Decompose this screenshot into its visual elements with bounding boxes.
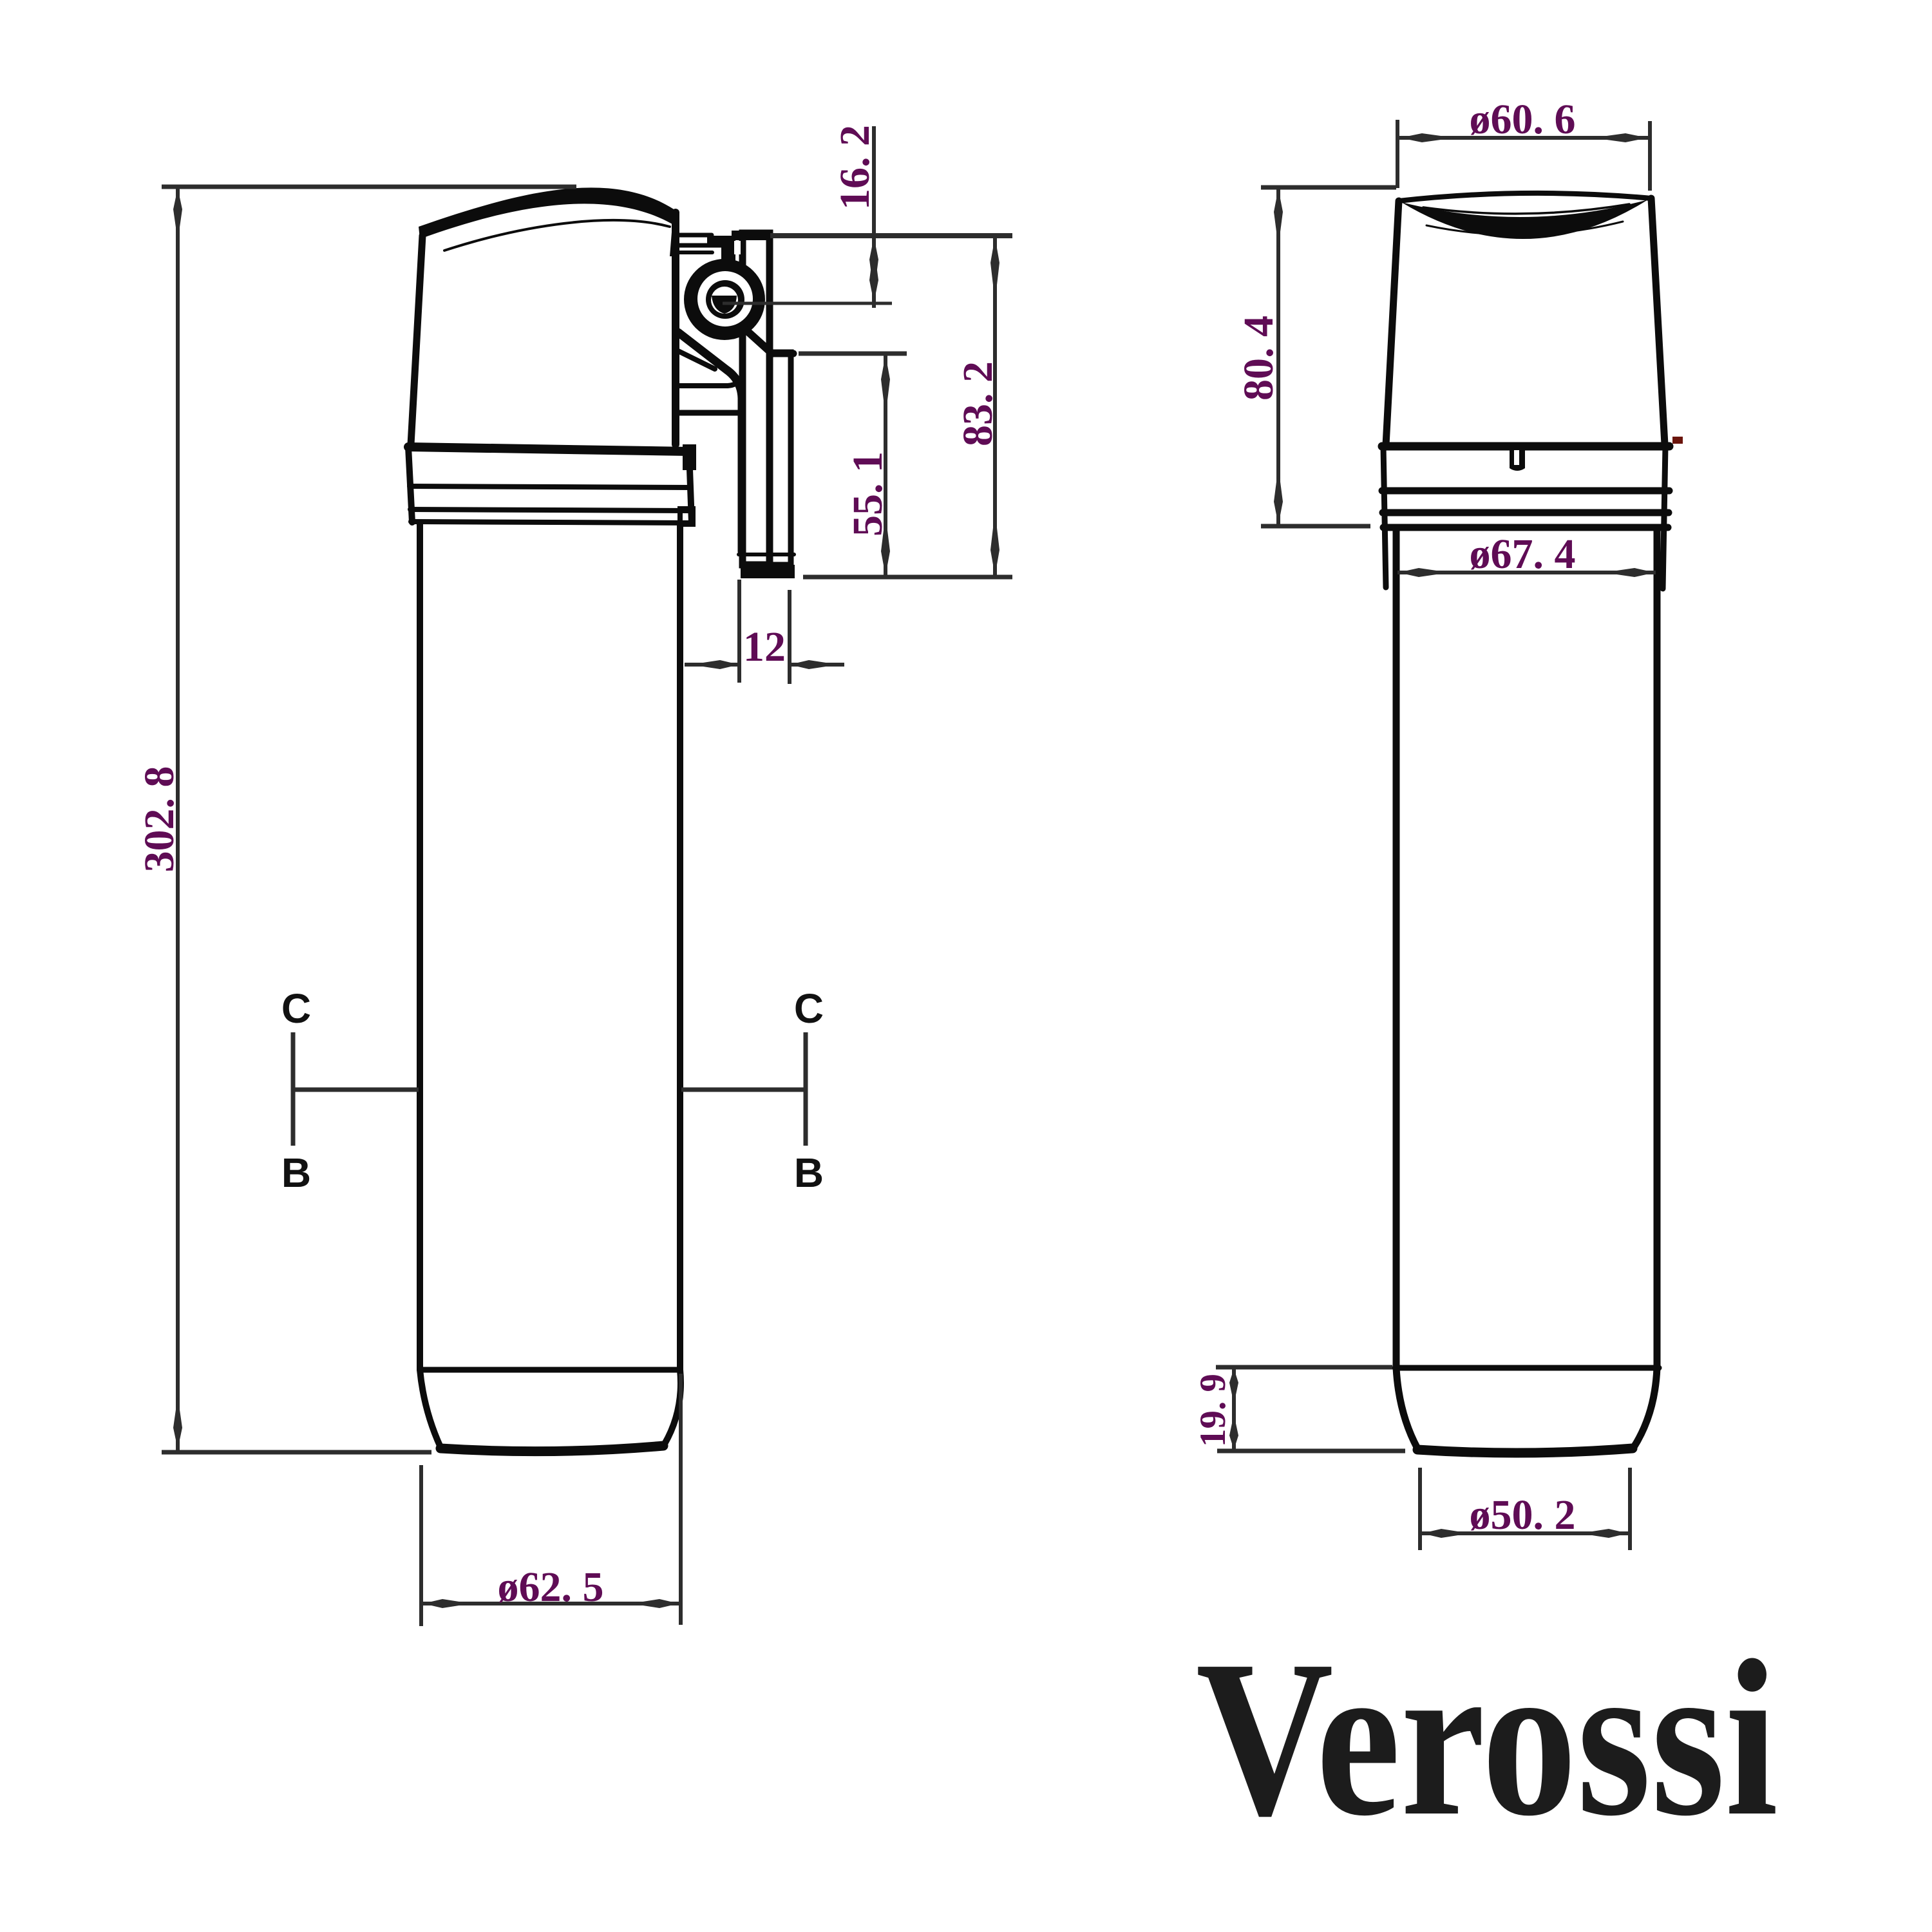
svg-text:55. 1: 55. 1: [844, 451, 891, 536]
svg-text:302. 8: 302. 8: [136, 766, 183, 873]
svg-text:ø60. 6: ø60. 6: [1470, 96, 1576, 143]
svg-text:16. 2: 16. 2: [831, 125, 878, 210]
svg-text:Verossi: Verossi: [1196, 1614, 1778, 1862]
svg-text:80. 4: 80. 4: [1235, 316, 1282, 401]
svg-text:83. 2: 83. 2: [954, 361, 1001, 446]
svg-text:ø50. 2: ø50. 2: [1470, 1492, 1576, 1539]
svg-text:ø67. 4: ø67. 4: [1470, 531, 1576, 578]
svg-text:C: C: [281, 985, 311, 1032]
svg-text:12: 12: [743, 623, 786, 670]
svg-text:B: B: [281, 1150, 311, 1196]
svg-text:C: C: [794, 985, 824, 1032]
svg-text:19. 9: 19. 9: [1193, 1374, 1233, 1447]
svg-text:ø62. 5: ø62. 5: [498, 1564, 604, 1611]
svg-text:B: B: [794, 1150, 824, 1196]
